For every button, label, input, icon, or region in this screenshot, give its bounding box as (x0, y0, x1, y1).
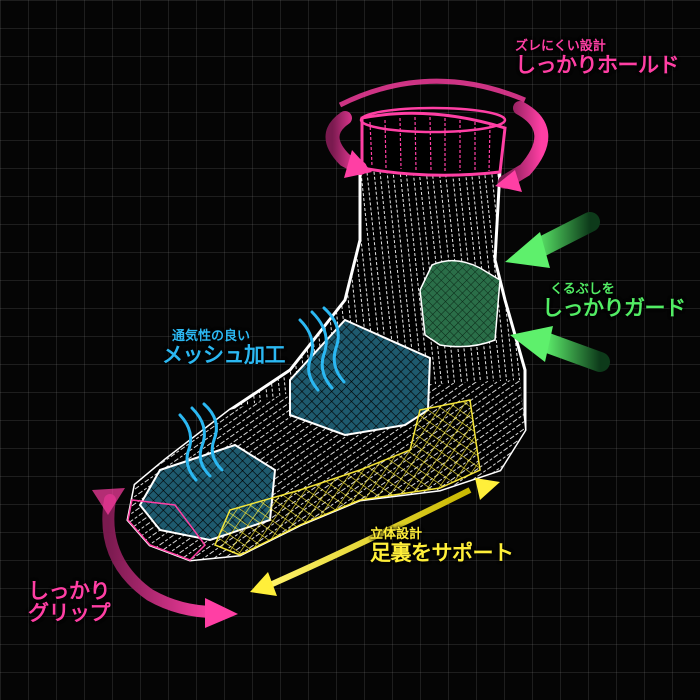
grip-line1-text: しっかり (28, 579, 111, 603)
inward-arrow-icon (505, 212, 610, 372)
ankle-guard-zone (419, 259, 501, 348)
curved-arrow-icon (92, 488, 238, 628)
mesh-big-text: メッシュ加工 (162, 342, 286, 367)
mesh-small-text: 通気性の良い (172, 329, 251, 344)
support-label: 立体設計 足裏をサポート (370, 528, 514, 564)
support-big-text: 足裏をサポート (370, 540, 514, 565)
guard-big-text: しっかりガード (542, 295, 686, 320)
grip-label: しっかり グリップ (28, 579, 111, 626)
mesh-label: 通気性の良い メッシュ加工 (162, 329, 286, 366)
hold-big-text: しっかりホールド (515, 52, 680, 77)
grip-line2-text: グリップ (28, 601, 111, 626)
sock-cuff (359, 106, 507, 177)
hold-label: ズレにくい設計 しっかりホールド (515, 39, 680, 77)
guard-label: くるぶしを しっかりガード (542, 282, 686, 319)
hold-small-text: ズレにくい設計 (515, 39, 606, 54)
arch-support-zone (214, 399, 481, 556)
rotate-arrow-icon (325, 78, 549, 192)
double-arrow-icon (250, 478, 500, 596)
air-flow-icon (178, 306, 346, 482)
guard-small-text: くるぶしを (550, 282, 615, 297)
support-small-text: 立体設計 (370, 527, 423, 542)
toe-grip-zone (127, 499, 206, 561)
